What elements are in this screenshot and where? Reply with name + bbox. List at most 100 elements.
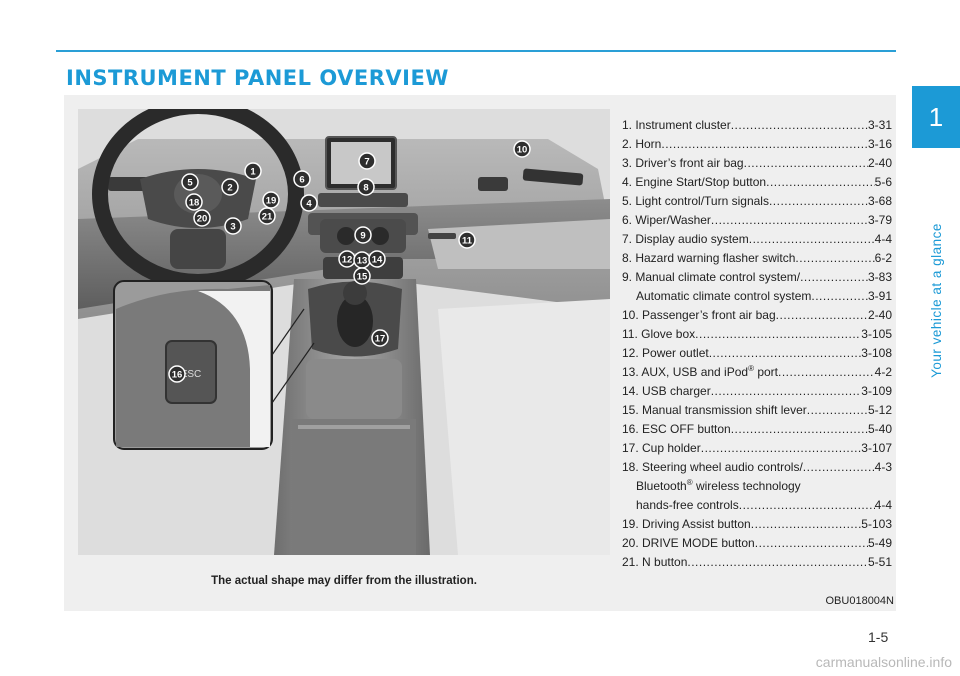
item-label: Automatic climate control system [636, 288, 811, 305]
item-page-ref: 3-105 [861, 327, 892, 341]
callout-16: 16 [168, 365, 186, 383]
callout-label: 21 [262, 212, 273, 223]
list-item-row: 13. AUX, USB and iPod® port 4-2 [622, 364, 892, 381]
component-list: 1. Instrument cluster 3-312. Horn 3-163.… [622, 117, 892, 573]
item-page-ref: 5-51 [867, 555, 892, 569]
callout-6: 6 [293, 170, 311, 188]
callout-label: 15 [357, 272, 368, 283]
list-item-row: 14. USB charger 3-109 [622, 383, 892, 400]
item-page-ref: 5-6 [874, 175, 892, 189]
callout-label: 20 [197, 214, 208, 225]
item-label: 4. Engine Start/Stop button [622, 174, 766, 191]
dot-leader [811, 288, 868, 305]
list-item-row: 2. Horn 3-16 [622, 136, 892, 153]
top-rule [56, 50, 896, 52]
item-page-ref: 5-40 [867, 422, 892, 436]
page-number: 1-5 [868, 629, 889, 645]
callout-label: 10 [517, 145, 528, 156]
content-panel: ESC 1 2 3 4 5 6 7 8 9 10 11 12 13 14 15 … [64, 95, 896, 611]
item-label: 1. Instrument cluster [622, 117, 731, 134]
dot-leader [776, 307, 868, 324]
callout-label: 16 [172, 370, 183, 381]
item-label-text: 12. Power outlet [622, 346, 709, 360]
list-item: 13. AUX, USB and iPod® port 4-2 [622, 364, 892, 381]
dot-leader [687, 554, 868, 571]
dot-leader [803, 459, 875, 476]
item-label-text: 11. Glove box [622, 327, 696, 341]
callout-label: 2 [227, 183, 232, 194]
callout-1: 1 [244, 162, 262, 180]
item-page-ref: 5-49 [867, 536, 892, 550]
item-label: 8. Hazard warning flasher switch [622, 250, 795, 267]
item-page-ref: 3-109 [861, 384, 892, 398]
dot-leader [749, 231, 875, 248]
dot-leader [751, 516, 862, 533]
item-label: 21. N button [622, 554, 687, 571]
item-label-text: 16. ESC OFF button [622, 422, 731, 436]
dot-leader [711, 212, 868, 229]
item-label-text: Bluetooth [636, 479, 687, 493]
callout-5: 5 [181, 173, 199, 191]
callout-label: 13 [357, 256, 368, 267]
list-item: 18. Steering wheel audio controls/ 4-3 [622, 459, 892, 476]
dot-leader [807, 402, 868, 419]
item-label: 2. Horn [622, 136, 661, 153]
list-item: 11. Glove box 3-105 [622, 326, 892, 343]
callout-2: 2 [221, 178, 239, 196]
item-page-ref: 4-2 [874, 365, 892, 379]
item-label-text: port [753, 365, 778, 379]
dot-leader [711, 383, 862, 400]
list-item: 12. Power outlet 3-108 [622, 345, 892, 362]
list-item-row: 20. DRIVE MODE button 5-49 [622, 535, 892, 552]
item-label-text: 2. Horn [622, 137, 662, 151]
item-label-text: wireless technology [692, 479, 801, 493]
list-item: Bluetooth® wireless technology [622, 478, 892, 495]
callout-label: 6 [299, 175, 304, 186]
list-item: hands-free controls 4-4 [622, 497, 892, 514]
callout-label: 1 [250, 167, 256, 178]
item-label-text: 10. Passenger’s front air bag [622, 308, 776, 322]
list-item-row: 3. Driver’s front air bag 2-40 [622, 155, 892, 172]
list-item: 10. Passenger’s front air bag 2-40 [622, 307, 892, 324]
chapter-tab: 1 [912, 86, 960, 148]
dot-leader [755, 535, 868, 552]
callout-label: 8 [363, 183, 368, 194]
dot-leader [731, 117, 868, 134]
svg-text:ESC: ESC [181, 369, 202, 380]
dot-leader [701, 440, 862, 457]
list-item-row: 5. Light control/Turn signals 3-68 [622, 193, 892, 210]
item-label-text: 21. N button [622, 555, 688, 569]
dashboard-drawing: ESC 1 2 3 4 5 6 7 8 9 10 11 12 13 14 15 … [78, 109, 610, 555]
callout-label: 19 [266, 196, 277, 207]
list-item-row: hands-free controls 4-4 [636, 497, 892, 514]
item-label: 7. Display audio system [622, 231, 749, 248]
item-page-ref: 3-79 [867, 213, 892, 227]
item-label: 3. Driver’s front air bag [622, 155, 744, 172]
item-label-text: hands-free controls [636, 498, 739, 512]
list-item: 14. USB charger 3-109 [622, 383, 892, 400]
item-label-text: 13. AUX, USB and iPod [622, 365, 749, 379]
item-label-text: Automatic climate control system [636, 289, 812, 303]
item-label-text: 18. Steering wheel audio controls/ [622, 460, 803, 474]
list-item-row: 9. Manual climate control system/ 3-83 [622, 269, 892, 286]
item-label: 14. USB charger [622, 383, 711, 400]
page-title: INSTRUMENT PANEL OVERVIEW [66, 66, 449, 90]
item-page-ref: 6-2 [874, 251, 892, 265]
item-label-text: 3. Driver’s front air bag [622, 156, 744, 170]
item-page-ref: 4-3 [874, 460, 892, 474]
item-label: 15. Manual transmission shift lever [622, 402, 807, 419]
callout-label: 11 [462, 236, 473, 247]
list-item-row: 10. Passenger’s front air bag 2-40 [622, 307, 892, 324]
list-item-row: 21. N button 5-51 [622, 554, 892, 571]
callout-17: 17 [371, 329, 389, 347]
dot-leader [744, 155, 868, 172]
list-item-row: 17. Cup holder 3-107 [622, 440, 892, 457]
item-label: 11. Glove box [622, 326, 695, 343]
callout-3: 3 [224, 217, 242, 235]
item-label: 12. Power outlet [622, 345, 709, 362]
list-item: 2. Horn 3-16 [622, 136, 892, 153]
callout-label: 5 [187, 178, 193, 189]
callout-12: 12 [338, 250, 356, 268]
item-page-ref: 3-83 [867, 270, 892, 284]
item-page-ref: 2-40 [867, 156, 892, 170]
